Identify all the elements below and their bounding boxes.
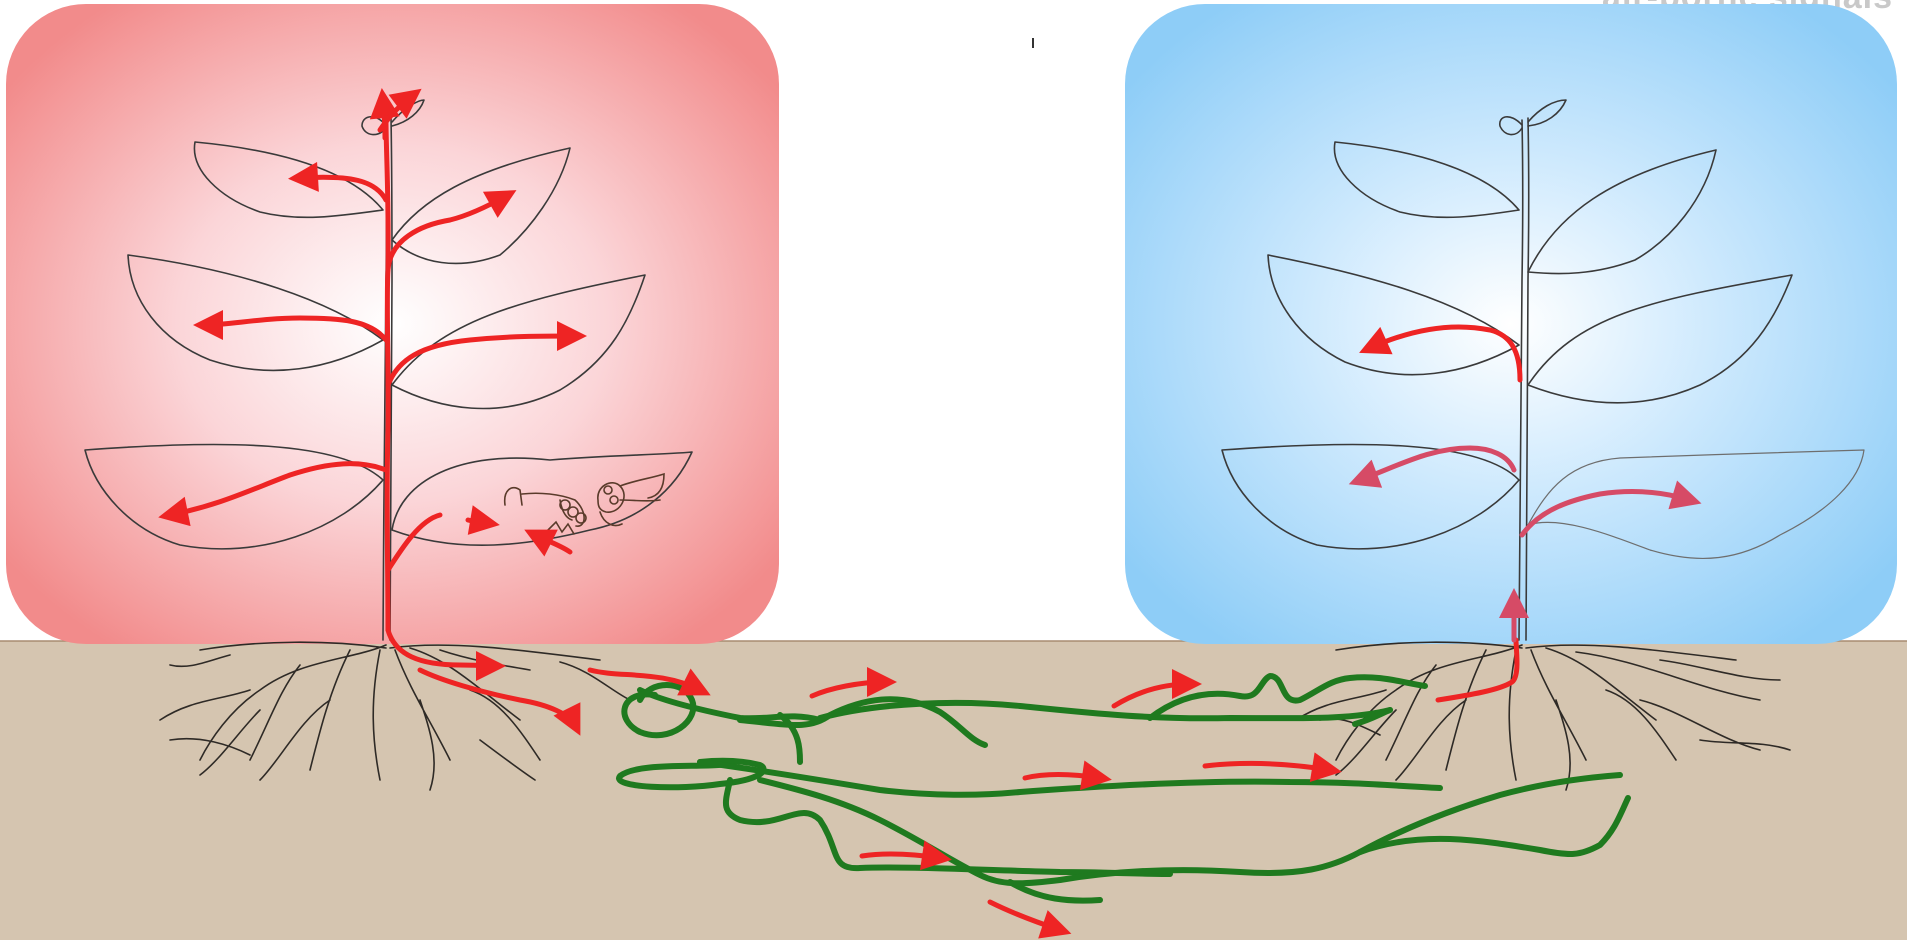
receiver-plant-panel [1125,4,1897,644]
left-plant-icon [84,99,693,641]
signal-arrows-right-icon [1348,324,1702,703]
right-plant-icon [1221,99,1865,641]
mycelium-network-icon [616,673,1631,904]
signal-arrows-left-icon [158,88,1342,939]
root-system-right-icon [1295,641,1791,791]
insect-larva-2-icon [597,472,665,527]
soil [0,641,1907,940]
insect-larva-1-icon [503,486,587,535]
